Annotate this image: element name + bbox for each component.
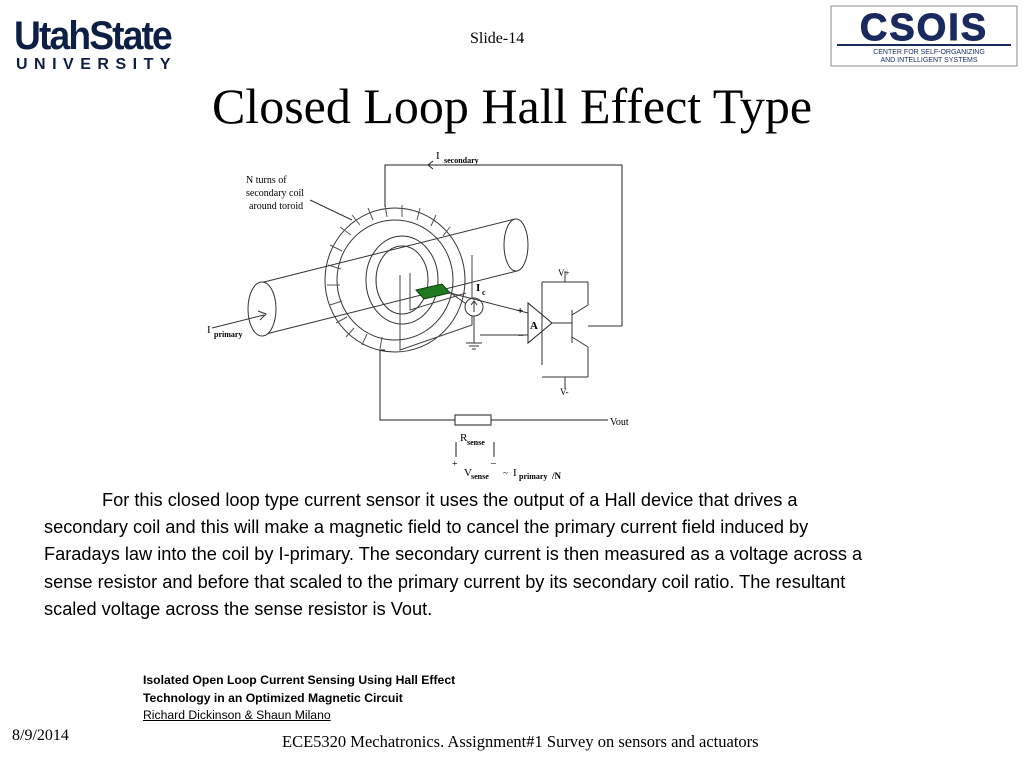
i-secondary-subscript: secondary — [444, 156, 479, 165]
ic-subscript: c — [482, 288, 486, 297]
primary-conductor — [247, 218, 529, 337]
vsense-subscript: sense — [471, 472, 489, 481]
coil-label-1: N turns of — [246, 175, 287, 186]
i-primary-label: I — [207, 324, 211, 336]
hall-element — [415, 283, 451, 300]
i-primary-subscript: primary — [214, 330, 242, 339]
ratio-subscript: primary — [519, 472, 547, 481]
toroid-core — [324, 204, 466, 353]
v-minus-label: V- — [560, 387, 569, 397]
output-stage — [541, 271, 622, 389]
approx-sign: ~ — [503, 468, 508, 478]
coil-label-2: secondary coil — [246, 188, 304, 199]
v-plus-label: V+ — [558, 268, 570, 278]
reference-line-2: Technology in an Optimized Magnetic Circ… — [143, 690, 403, 705]
closed-loop-hall-diagram: N turns of secondary coil around toroid … — [207, 150, 629, 481]
body-paragraph: For this closed loop type current sensor… — [44, 487, 864, 623]
ratio-tail: /N — [551, 471, 562, 481]
university-logo-subtitle: UNIVERSITY — [16, 56, 178, 73]
ic-label: I — [476, 282, 480, 294]
slide-footer: ECE5320 Mechatronics. Assignment#1 Surve… — [282, 732, 759, 751]
csois-logo: CSOIS CENTER FOR SELF-ORGANIZING AND INT… — [830, 5, 1018, 67]
csois-logo-line1: CENTER FOR SELF-ORGANIZING — [873, 49, 985, 56]
csois-logo-line2: AND INTELLIGENT SYSTEMS — [880, 57, 977, 64]
university-logo: UtahState UNIVERSITY — [14, 14, 200, 74]
slide-number: Slide-14 — [470, 30, 525, 47]
csois-logo-name: CSOIS — [860, 7, 988, 49]
reference-line-1: Isolated Open Loop Current Sensing Using… — [143, 673, 456, 687]
coil-label-3: around toroid — [249, 201, 303, 212]
slide-date: 8/9/2014 — [12, 727, 69, 744]
amp-plus: + — [517, 305, 523, 317]
reference-authors: Richard Dickinson & Shaun Milano — [143, 708, 331, 722]
vsense-plus: + — [452, 459, 458, 470]
vsense-minus: – — [490, 458, 497, 469]
rsense-label: R — [460, 432, 468, 444]
amplifier — [449, 292, 572, 345]
rsense-subscript: sense — [467, 438, 485, 447]
vout-label: Vout — [610, 417, 629, 428]
body-text: For this closed loop type current sensor… — [44, 490, 863, 619]
i-secondary-label: I — [436, 150, 440, 162]
amp-label: A — [530, 320, 538, 332]
reference: Isolated Open Loop Current Sensing Using… — [143, 672, 455, 725]
university-logo-name: UtahState — [14, 14, 173, 58]
ratio-label: I — [513, 467, 517, 479]
slide-title: Closed Loop Hall Effect Type — [211, 78, 813, 134]
amp-minus: – — [517, 329, 524, 341]
vsense-label: V — [464, 467, 472, 479]
